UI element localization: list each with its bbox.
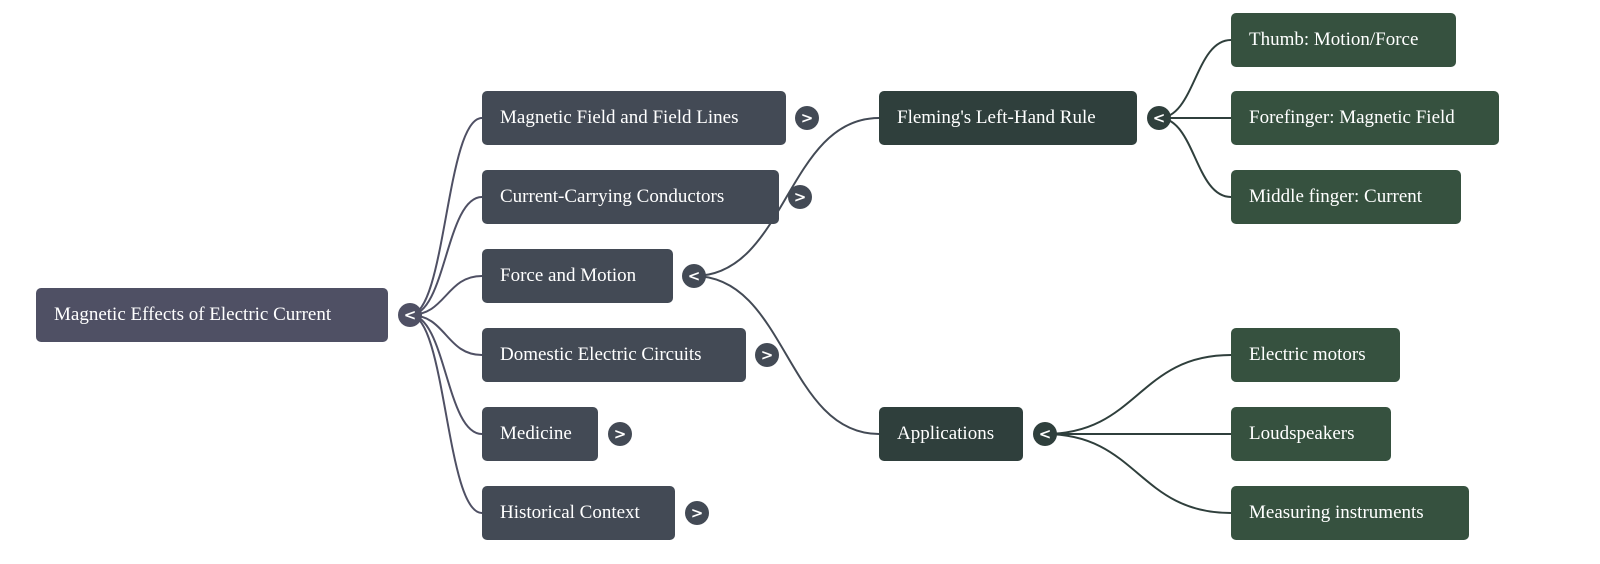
link-applications-to-2-1-2	[1044, 433, 1232, 514]
link-root-to-1	[409, 196, 483, 316]
mindmap-leaf-loudspeakers[interactable]: Loudspeakers	[1231, 407, 1391, 461]
link-root-to-5	[409, 314, 483, 514]
expand-icon[interactable]: >	[608, 422, 632, 446]
mindmap-node-medicine[interactable]: Medicine	[482, 407, 598, 461]
link-applications-to-2-1-0	[1044, 354, 1232, 435]
mindmap-node-historical-context[interactable]: Historical Context	[482, 486, 675, 540]
mindmap-node-current-carrying-conductors[interactable]: Current-Carrying Conductors	[482, 170, 779, 224]
expand-icon[interactable]: >	[788, 185, 812, 209]
link-force-to-2-1	[693, 275, 880, 435]
collapse-icon[interactable]: <	[1147, 106, 1171, 130]
link-fleming-to-2-0-0	[1158, 39, 1232, 119]
link-root-to-0	[409, 117, 483, 316]
link-fleming-to-2-0-2	[1158, 117, 1232, 198]
expand-icon[interactable]: >	[685, 501, 709, 525]
expand-icon[interactable]: >	[795, 106, 819, 130]
expand-icon[interactable]: >	[755, 343, 779, 367]
mindmap-leaf-electric-motors[interactable]: Electric motors	[1231, 328, 1400, 382]
mindmap-node-magnetic-field[interactable]: Magnetic Field and Field Lines	[482, 91, 786, 145]
mindmap-node-force-and-motion[interactable]: Force and Motion	[482, 249, 673, 303]
link-force-to-2-0	[693, 117, 880, 277]
mindmap-leaf-forefinger[interactable]: Forefinger: Magnetic Field	[1231, 91, 1499, 145]
mindmap-root-node[interactable]: Magnetic Effects of Electric Current	[36, 288, 388, 342]
mindmap-leaf-middle-finger[interactable]: Middle finger: Current	[1231, 170, 1461, 224]
link-root-to-4	[409, 314, 483, 435]
mindmap-leaf-measuring-instruments[interactable]: Measuring instruments	[1231, 486, 1469, 540]
mindmap-leaf-thumb[interactable]: Thumb: Motion/Force	[1231, 13, 1456, 67]
collapse-icon[interactable]: <	[1033, 422, 1057, 446]
mindmap-node-applications[interactable]: Applications	[879, 407, 1023, 461]
mindmap-node-flemings-left-hand-rule[interactable]: Fleming's Left-Hand Rule	[879, 91, 1137, 145]
collapse-icon[interactable]: <	[682, 264, 706, 288]
mindmap-node-domestic-electric-circuits[interactable]: Domestic Electric Circuits	[482, 328, 746, 382]
collapse-icon[interactable]: <	[398, 303, 422, 327]
